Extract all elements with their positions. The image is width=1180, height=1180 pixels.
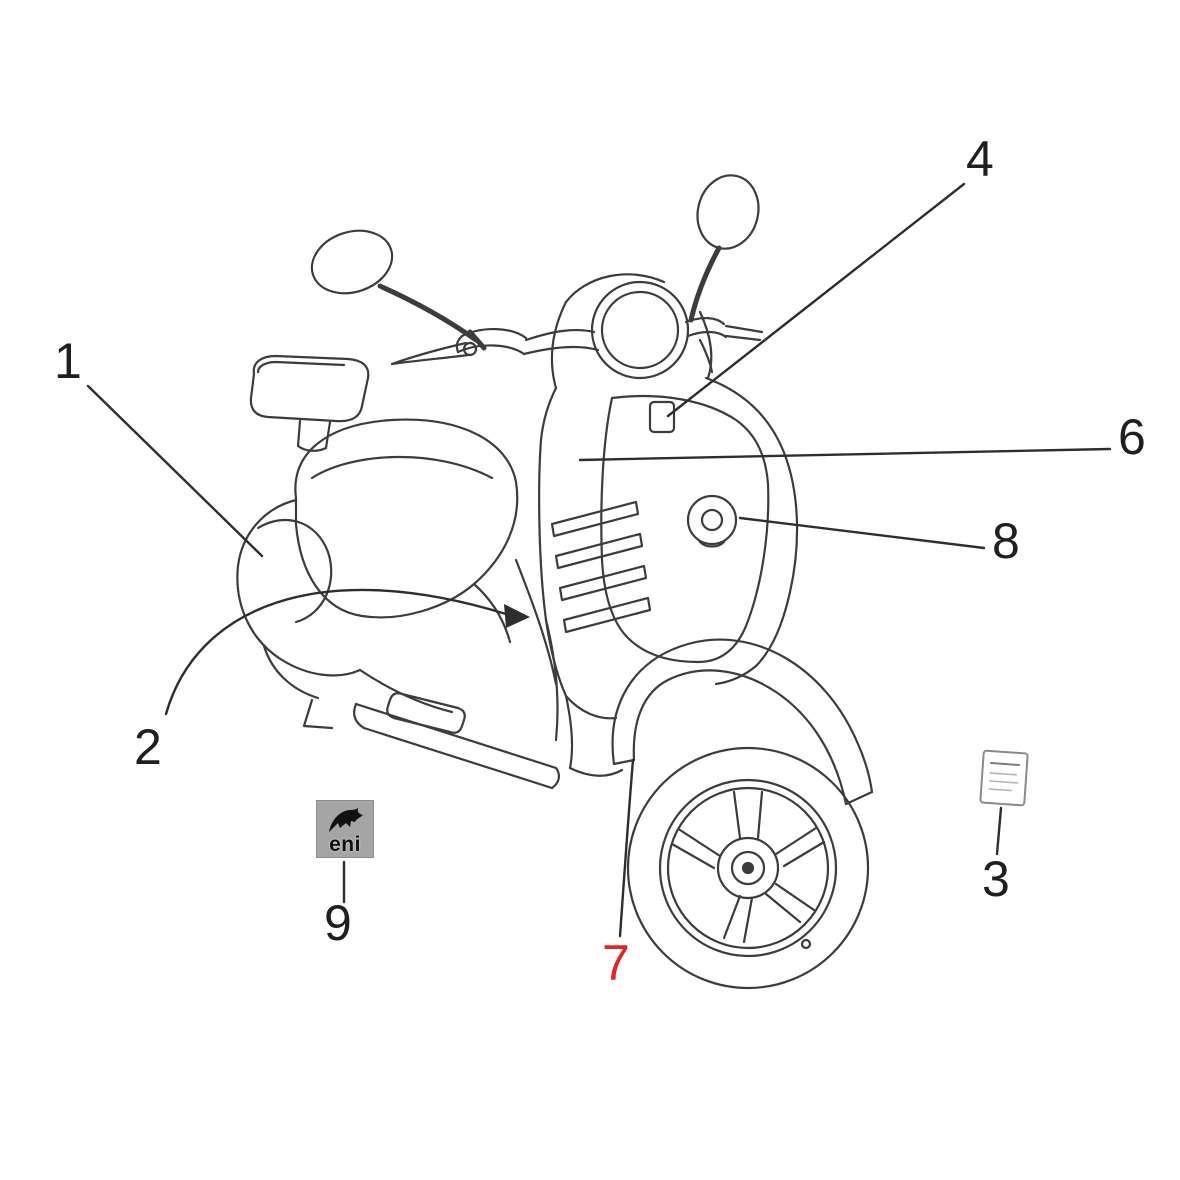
mirrors [310, 174, 760, 351]
callout-9: 9 [324, 895, 352, 951]
rear-rack [249, 354, 370, 452]
leader-line-3 [995, 806, 1003, 856]
headlight [550, 273, 713, 390]
warning-label [979, 749, 1029, 807]
grille-slats [550, 500, 652, 634]
leader-lines [86, 182, 1112, 938]
eni-badge-text: eni [329, 833, 361, 856]
leader-line-1 [86, 384, 264, 558]
callout-3: 3 [982, 851, 1010, 907]
leader-line-7 [618, 758, 635, 938]
front-wheel [626, 746, 870, 990]
eni-badge: eni [316, 800, 374, 858]
eni-logo-icon [329, 808, 363, 832]
front-shield [538, 376, 799, 777]
leader-line-6 [578, 447, 1112, 462]
callout-1: 1 [54, 333, 82, 389]
leader-arrow-2 [504, 604, 530, 628]
callout-6: 6 [1118, 409, 1146, 465]
callout-8: 8 [992, 513, 1020, 569]
callout-7: 7 [602, 935, 630, 991]
callout-2: 2 [134, 719, 162, 775]
callout-4: 4 [966, 131, 994, 187]
front-fender [611, 638, 874, 806]
leader-line-2 [164, 588, 508, 716]
leader-line-8 [738, 516, 986, 550]
floorboard [353, 692, 561, 790]
leader-line-4 [666, 182, 966, 418]
handlebar [390, 317, 764, 374]
